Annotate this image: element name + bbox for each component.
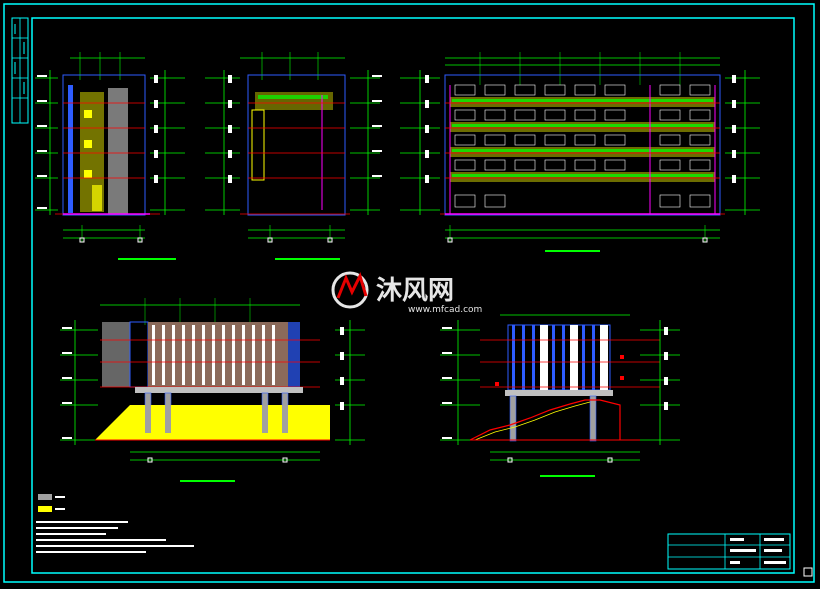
elevation-left-side[interactable] [35, 52, 185, 260]
elevation-right-side[interactable] [205, 52, 382, 260]
view-title-underline [180, 480, 235, 482]
outer-frame [3, 3, 815, 583]
view-title-underline [118, 258, 176, 260]
corner-mark [803, 567, 813, 577]
watermark: 沐风网 www.mfcad.com [331, 271, 482, 315]
ground-hatch [95, 405, 330, 440]
view-title-underline [275, 258, 340, 260]
legend-swatch-gray [38, 494, 52, 500]
watermark-url: www.mfcad.com [408, 305, 482, 315]
section-view-2[interactable] [440, 314, 680, 477]
title-block[interactable] [667, 533, 791, 570]
elevation-front[interactable] [400, 52, 760, 252]
mf-logo-icon [331, 271, 369, 309]
view-title-underline [545, 250, 600, 252]
section-view-1[interactable] [60, 298, 365, 482]
view-title-underline [540, 475, 595, 477]
binding-strip [11, 17, 29, 124]
inner-frame [31, 17, 795, 574]
watermark-brand: 沐风网 [376, 276, 454, 306]
legend-notes [36, 494, 194, 553]
legend-swatch-hatch [38, 506, 52, 512]
